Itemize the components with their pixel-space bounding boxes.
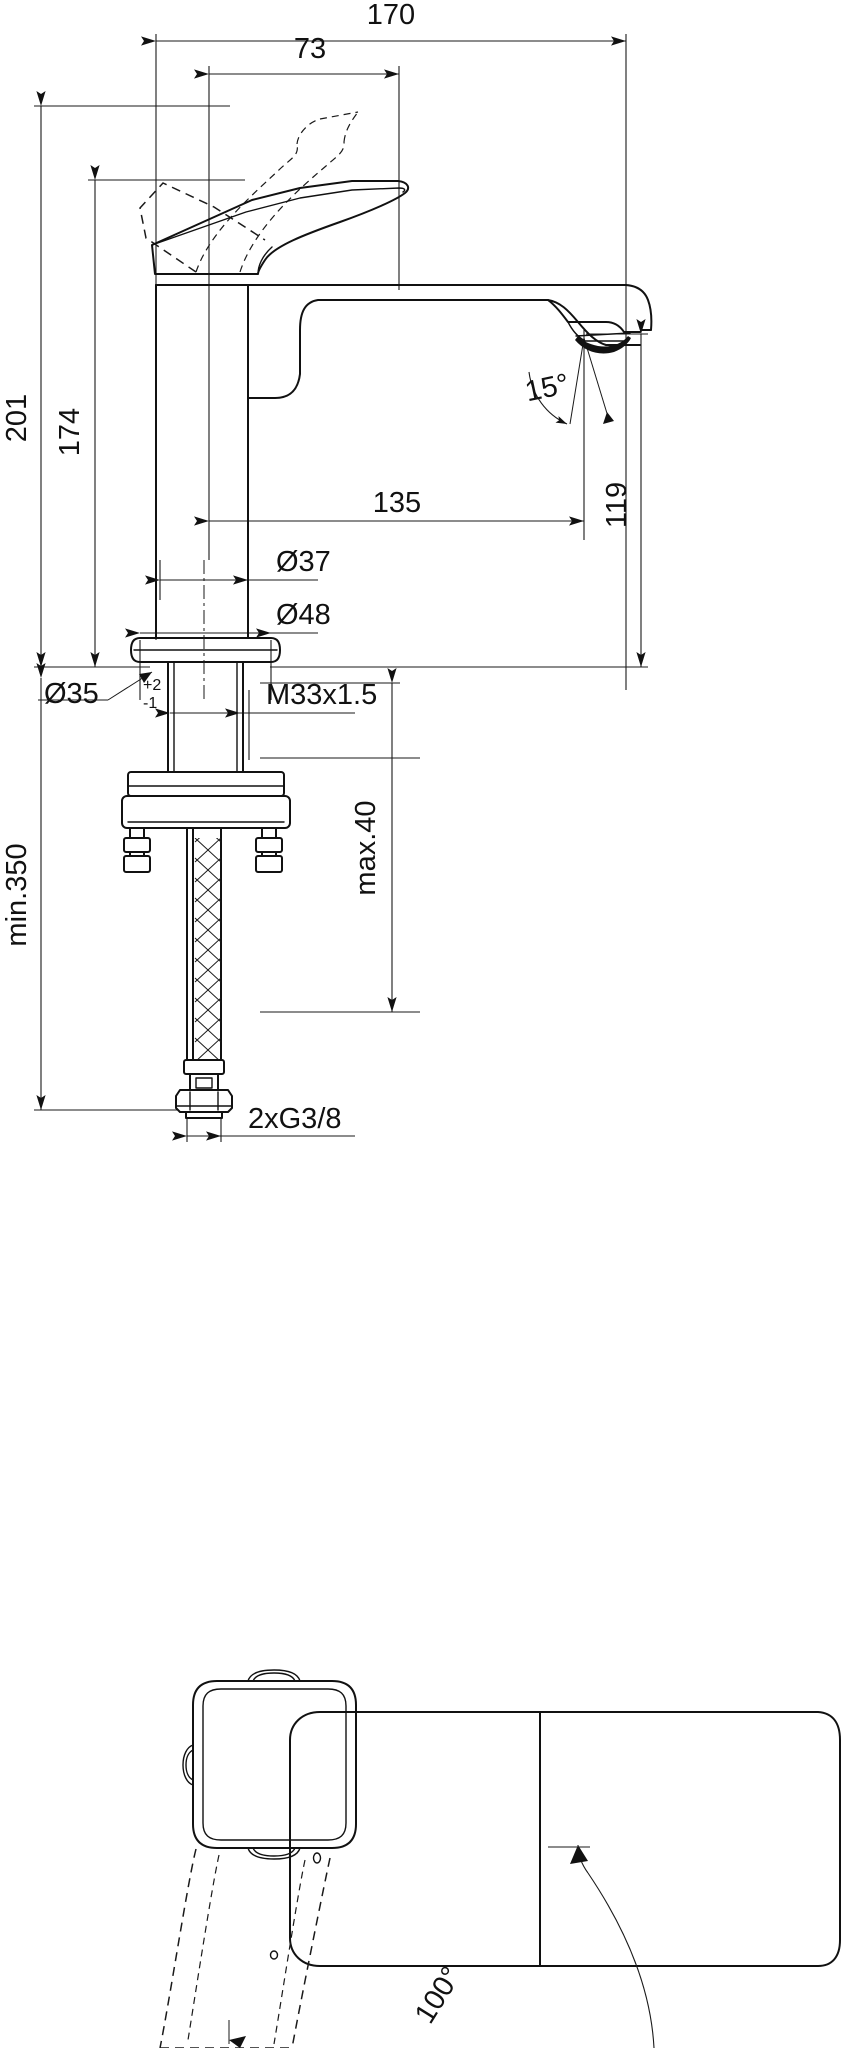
braided-supply-hose	[186, 827, 222, 1071]
plan-view: 100°	[159, 1669, 841, 2048]
dim-174: 174	[54, 165, 100, 667]
mounting-nut-assembly	[121, 771, 291, 873]
dim-label-d35: Ø35	[44, 678, 99, 710]
dim-max-40: max.40	[260, 668, 400, 1012]
dim-170: 170	[141, 0, 626, 46]
dim-135: 135	[194, 330, 585, 540]
dim-thread-m33: M33x1.5	[155, 679, 377, 718]
dim-label-73: 73	[294, 33, 326, 65]
dim-label-201: 201	[1, 394, 33, 442]
extension-lines-horizontal	[34, 105, 648, 1111]
swivel-arc	[587, 1872, 655, 2048]
supply-connector-g38	[175, 1059, 233, 1119]
dim-15-degrees: 15°	[522, 337, 614, 425]
dim-label-170: 170	[367, 0, 415, 31]
dim-diameter-37: Ø37	[145, 546, 331, 585]
dim-label-d48: Ø48	[276, 599, 331, 631]
dim-supply-g38: 2xG3/8	[172, 1103, 355, 1142]
dim-label-d35-tol-lower: -1	[143, 695, 157, 712]
dim-diameter-48: Ø48	[125, 599, 331, 638]
dim-diameter-35-hole: Ø35 +2 -1	[38, 671, 161, 712]
hose-braid-pattern	[194, 838, 221, 1063]
dim-119: 119	[601, 319, 646, 667]
threaded-shank	[167, 661, 244, 773]
dim-73: 73	[194, 33, 399, 79]
dim-label-135: 135	[373, 487, 421, 519]
faucet-body	[155, 284, 653, 639]
faucet-lever	[151, 180, 410, 275]
dim-label-d37: Ø37	[276, 546, 331, 578]
lever-open-position-hidden	[139, 111, 359, 273]
dim-label-174: 174	[54, 408, 86, 456]
dim-label-g38: 2xG3/8	[248, 1103, 342, 1135]
dim-label-m33: M33x1.5	[266, 679, 377, 711]
dim-201: 201	[1, 91, 46, 667]
base-flange	[130, 637, 281, 663]
dim-label-100deg: 100°	[409, 1961, 468, 2029]
dim-label-d35-tol-upper: +2	[143, 677, 161, 694]
dim-min-350: min.350	[1, 663, 46, 1110]
dim-label-min350: min.350	[1, 843, 33, 946]
dim-label-max40: max.40	[350, 800, 382, 895]
dim-label-119: 119	[601, 482, 633, 528]
